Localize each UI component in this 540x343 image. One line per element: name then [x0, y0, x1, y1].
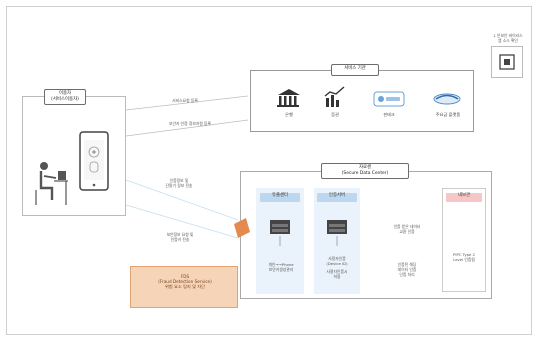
user-title-line2: (서비스이용자) [51, 97, 79, 102]
col3-text-line2: Level 인증됨 [453, 257, 475, 262]
edge-label-1: 서비스요청 등록 [172, 98, 198, 103]
fintech-logo-icon [373, 91, 405, 107]
service-org-title: 서비스 기관 [331, 64, 379, 76]
mid-label-2: 인증된 해당 데이터 인증 인증 처리 [376, 262, 438, 277]
edge-label-4-line2: 인증키 전송 [170, 237, 190, 242]
fds-text: FDS (Fraud Detection Service) 위험 요소 탐지 및… [131, 274, 239, 289]
top-right-caption-line1: 1 인보안 바이러스 [493, 33, 523, 38]
data-center-title: 자료센 [358, 165, 372, 170]
edge-line-4 [125, 204, 239, 239]
platform-logo-icon [433, 93, 461, 105]
distribution-server-icon [270, 220, 290, 246]
edge-label-3: 인증정보 및 단말기 정보 전송 [148, 178, 210, 188]
mid-label-2-line2: 데이터 인증 [397, 267, 417, 272]
bank-icon [277, 89, 300, 107]
mid-label-1: 인증 받은 데이터 교환 인증 [376, 224, 438, 234]
top-right-caption: 1 인보안 바이러스 앱 소스 확인 [488, 33, 528, 43]
col1-text-line2: 보안키생성관리 [268, 267, 294, 272]
user-title-line1: 이용자 [58, 91, 72, 96]
data-center-title-pill: 자료센 (Secure Data Center) [321, 163, 409, 179]
col2-text: 사용자인증 (Device ID) 사용자인증시 허용 [314, 256, 360, 279]
fingerprint-icon [89, 161, 99, 173]
mid-label-2-line3: 인증 처리 [399, 272, 415, 277]
top-right-caption-line2: 앱 소스 확인 [498, 38, 518, 43]
col2-text-line2: (Device ID) [326, 261, 348, 266]
edge-line-1 [125, 95, 249, 111]
mid-label-1-line1: 인증 받은 데이터 [393, 224, 421, 229]
eye-scan-icon [88, 146, 100, 158]
edge-line-3 [125, 179, 239, 221]
fds-line1: FDS [180, 274, 190, 279]
distribution-center-header: 유출센터 [260, 193, 300, 202]
service-org-box: 서비스 기관 [250, 64, 474, 132]
edge-label-3-line1: 인증정보 및 [169, 178, 189, 183]
user-title-pill: 이용자 (서비스이용자) [44, 89, 86, 105]
data-center-subtitle: (Secure Data Center) [341, 171, 389, 176]
edge-line-2 [125, 119, 249, 137]
edge-label-4-line1: 보안정보 요청 및 [166, 232, 194, 237]
edge-label-3-line2: 단말기 정보 전송 [165, 183, 193, 188]
stock-chart-icon [324, 86, 345, 107]
fds-line2: (Fraud Detection Service) [158, 279, 212, 284]
person-head [40, 162, 48, 170]
col2-text-line1: 사용자인증 [328, 256, 346, 261]
auth-server-icon [327, 220, 347, 246]
edge-label-4: 보안정보 요청 및 인증키 전송 [150, 232, 210, 242]
service-item-platform: 주요금 플랫폼 [435, 112, 461, 117]
mid-label-1-line2: 교환 인증 [399, 229, 415, 234]
col2-text-line4: 허용 [333, 274, 341, 279]
col2-text-line3: 사용자인증시 [326, 269, 348, 274]
auth-server-header: 인증서버 [317, 193, 357, 202]
service-item-fintech: 핀테크 [383, 112, 395, 117]
col1-text-line1: 개인→→Phone [268, 262, 294, 267]
col1-text: 개인→→Phone 보안키생성관리 [256, 262, 306, 272]
service-item-bank: 은행 [285, 112, 293, 117]
edge-label-2: 보안키·인증 정보자원 등록 [168, 121, 212, 126]
vault-header: 내보관 [446, 193, 482, 202]
fds-line3: 위험 요소 탐지 및 차단 [165, 284, 205, 289]
service-item-securities: 증권 [331, 112, 339, 117]
col3-text: PIPC Type 2 Level 인증됨 [442, 252, 486, 262]
fds-box: FDS (Fraud Detection Service) 위험 요소 탐지 및… [130, 266, 238, 308]
mid-label-2-line1: 인증된 해당 [397, 262, 417, 267]
vault-panel [442, 188, 486, 292]
col3-text-line1: PIPC Type 2 [453, 252, 475, 257]
